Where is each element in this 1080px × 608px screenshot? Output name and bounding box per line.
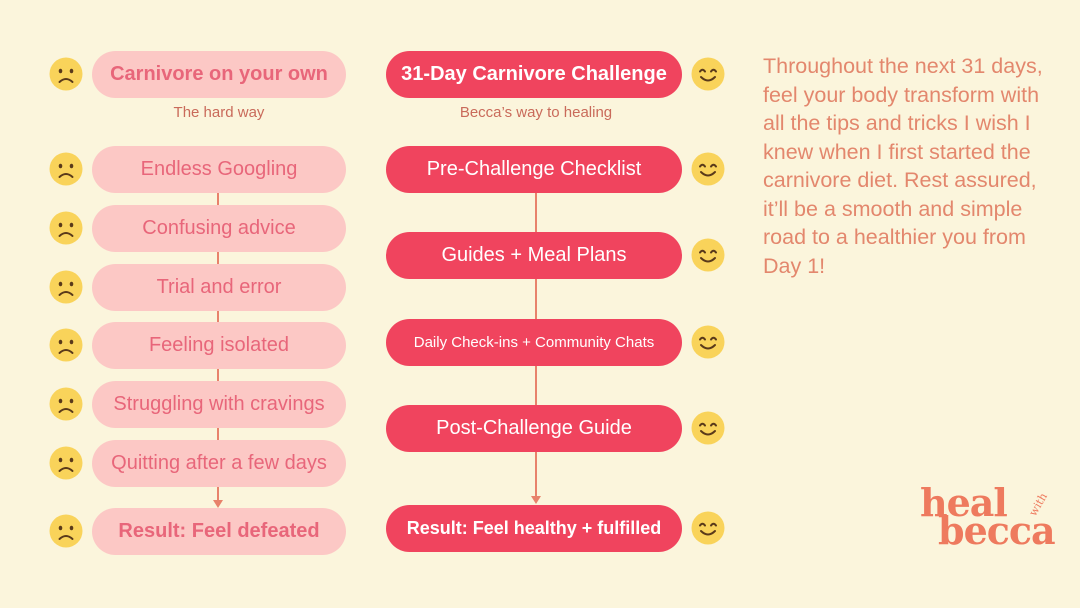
- sad-face-icon: [49, 270, 83, 304]
- sad-face-icon: [49, 57, 83, 91]
- sad-face-icon: [49, 328, 83, 362]
- left-title-label: Carnivore on your own: [110, 63, 328, 85]
- left-step-label: Endless Googling: [140, 158, 298, 180]
- left-step-label: Trial and error: [156, 276, 282, 298]
- right-step-2: Guides + Meal Plans: [386, 232, 682, 279]
- sad-face-icon: [49, 211, 83, 245]
- happy-face-icon: [691, 152, 725, 186]
- left-subtitle: The hard way: [173, 104, 265, 121]
- left-step-2: Confusing advice: [92, 205, 346, 252]
- left-step-label: Struggling with cravings: [113, 393, 325, 415]
- happy-face-icon: [691, 57, 725, 91]
- happy-face-icon: [691, 511, 725, 545]
- happy-face-icon: [691, 325, 725, 359]
- left-step-4: Feeling isolated: [92, 322, 346, 369]
- right-step-1: Pre-Challenge Checklist: [386, 146, 682, 193]
- sad-face-icon: [49, 387, 83, 421]
- logo-line-becca: becca: [938, 508, 1056, 553]
- left-step-label: Feeling isolated: [148, 334, 290, 356]
- right-title-pill: 31-Day Carnivore Challenge: [386, 51, 682, 98]
- left-step-5: Struggling with cravings: [92, 381, 346, 428]
- sad-face-icon: [49, 152, 83, 186]
- description-text: Throughout the next 31 days, feel your b…: [763, 54, 1043, 278]
- right-step-4: Post-Challenge Guide: [386, 405, 682, 452]
- right-title-label: 31-Day Carnivore Challenge: [401, 63, 667, 85]
- right-result-pill: Result: Feel healthy + fulfilled: [386, 505, 682, 552]
- right-step-label: Post-Challenge Guide: [436, 417, 632, 439]
- left-result-label: Result: Feel defeated: [118, 520, 320, 542]
- left-title-pill: Carnivore on your own: [92, 51, 346, 98]
- left-step-3: Trial and error: [92, 264, 346, 311]
- left-result-pill: Result: Feel defeated: [92, 508, 346, 555]
- right-step-label: Pre-Challenge Checklist: [426, 158, 642, 180]
- left-step-label: Confusing advice: [142, 217, 296, 239]
- right-step-label: Guides + Meal Plans: [441, 244, 627, 266]
- right-step-3: Daily Check-ins + Community Chats: [386, 319, 682, 366]
- happy-face-icon: [691, 238, 725, 272]
- sad-face-icon: [49, 514, 83, 548]
- happy-face-icon: [691, 411, 725, 445]
- right-flow-arrowhead: [531, 496, 541, 504]
- logo-line-heal: heal: [920, 480, 1008, 525]
- left-flow-arrowhead: [213, 500, 223, 508]
- left-step-label: Quitting after a few days: [111, 452, 327, 474]
- right-step-label: Daily Check-ins + Community Chats: [413, 334, 655, 351]
- right-subtitle: Becca’s way to healing: [459, 104, 613, 121]
- sad-face-icon: [49, 446, 83, 480]
- heal-with-becca-logo: heal with becca: [920, 480, 1060, 553]
- right-result-label: Result: Feel healthy + fulfilled: [406, 518, 662, 538]
- left-step-6: Quitting after a few days: [92, 440, 346, 487]
- left-step-1: Endless Googling: [92, 146, 346, 193]
